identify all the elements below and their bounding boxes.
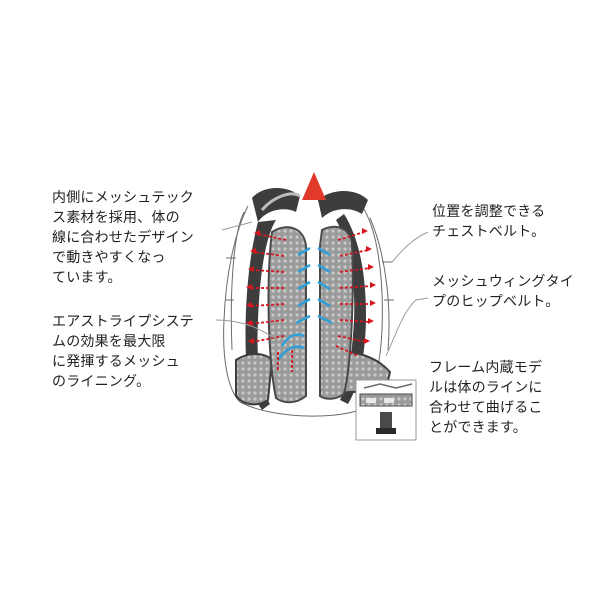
leader-lines [215,221,429,357]
red-arrowheads [246,228,376,344]
callout-mesh-tex: 内側にメッシュテック ス素材を採用、体の 線に合わせたデザイン で動きやすくなっ… [52,190,194,286]
backpack-outline [223,205,394,417]
blue-flow-chevrons [276,246,333,361]
callout-chest-belt: 位置を調整できる チェストベルト。 [432,204,546,240]
callout-air-stripe: エアストライプシステ ムの効果を最大限 に発揮するメッシュ のライニング。 [52,314,194,390]
air-channel-arrowhead [302,172,326,200]
frame-inset [355,379,417,441]
red-airflow-arrows [249,231,373,372]
callout-hip-belt: メッシュウィングタイ プのヒップベルト。 [432,274,574,310]
callout-frame: フレーム内蔵モデ ルは体のラインに 合わせて曲げるこ とができます。 [429,360,543,436]
